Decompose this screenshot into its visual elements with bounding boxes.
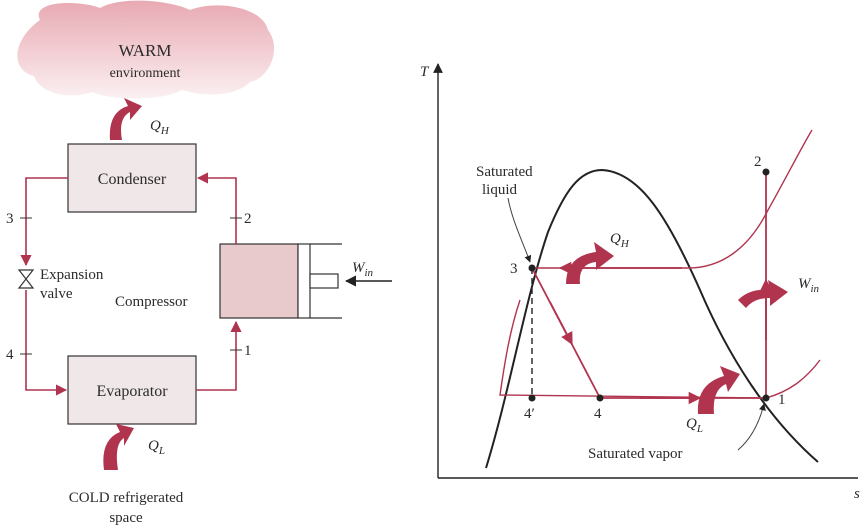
state-2-label: 2 <box>244 211 252 227</box>
point-3 <box>528 264 536 272</box>
point-4 <box>596 394 604 402</box>
ts-qh-symbol: QH <box>610 231 630 250</box>
low-pressure-line <box>499 299 821 399</box>
qh-symbol: QH <box>150 118 170 137</box>
condenser-label: Condenser <box>98 171 167 188</box>
state-4-label: 4 <box>6 347 14 363</box>
evaporator-label: Evaporator <box>96 383 168 400</box>
expansion-label-line1: Expansion <box>40 267 104 283</box>
ts-ql-arrow <box>697 366 740 414</box>
ts-diagram: T s 1 2 3 4 4′ Saturated <box>420 63 860 502</box>
schematic: WARM environment QH Condenser Evaporator… <box>6 0 392 526</box>
ql-symbol: QL <box>148 438 165 457</box>
ts-win-symbol: Win <box>798 276 820 295</box>
point-4-label: 4 <box>594 406 602 422</box>
ts-ql-symbol: QL <box>686 416 703 435</box>
warm-environment-cloud: WARM environment <box>17 0 275 99</box>
expansion-label-line2: valve <box>40 286 73 302</box>
warm-subtitle: environment <box>110 66 181 81</box>
compressor-label: Compressor <box>115 294 188 310</box>
cycle-path <box>531 175 773 405</box>
ts-win-arrow <box>738 280 788 308</box>
state-1-label: 1 <box>244 343 252 359</box>
cold-label-line1: COLD refrigerated <box>69 490 184 506</box>
point-4prime-label: 4′ <box>524 406 535 422</box>
saturated-liquid-label-line1: Saturated <box>476 164 533 180</box>
compressor <box>219 243 342 319</box>
saturated-vapor-leader <box>737 403 766 451</box>
high-pressure-line <box>530 129 813 269</box>
ql-heat-arrow <box>103 424 134 470</box>
warm-title: WARM <box>119 41 172 60</box>
point-1-label: 1 <box>778 392 786 408</box>
refrigerant-piping <box>20 172 242 396</box>
saturated-liquid-leader <box>507 197 532 263</box>
win-symbol: Win <box>352 260 374 279</box>
point-2 <box>762 168 770 176</box>
evaporator-box <box>67 355 197 425</box>
ts-qh-arrow <box>566 242 614 284</box>
expansion-valve <box>17 269 35 289</box>
qh-heat-arrow <box>109 98 142 140</box>
point-1 <box>762 394 770 402</box>
saturation-dome <box>485 168 819 469</box>
saturated-vapor-label: Saturated vapor <box>588 446 683 462</box>
point-3-label: 3 <box>510 261 518 277</box>
s-axis-label: s <box>854 486 860 502</box>
t-axis-label: T <box>420 64 430 80</box>
saturated-liquid-label-line2: liquid <box>482 182 518 198</box>
point-2-label: 2 <box>754 154 762 170</box>
point-4prime <box>528 394 536 402</box>
cold-label-line2: space <box>109 510 143 526</box>
state-3-label: 3 <box>6 211 14 227</box>
condenser-box <box>67 143 197 213</box>
